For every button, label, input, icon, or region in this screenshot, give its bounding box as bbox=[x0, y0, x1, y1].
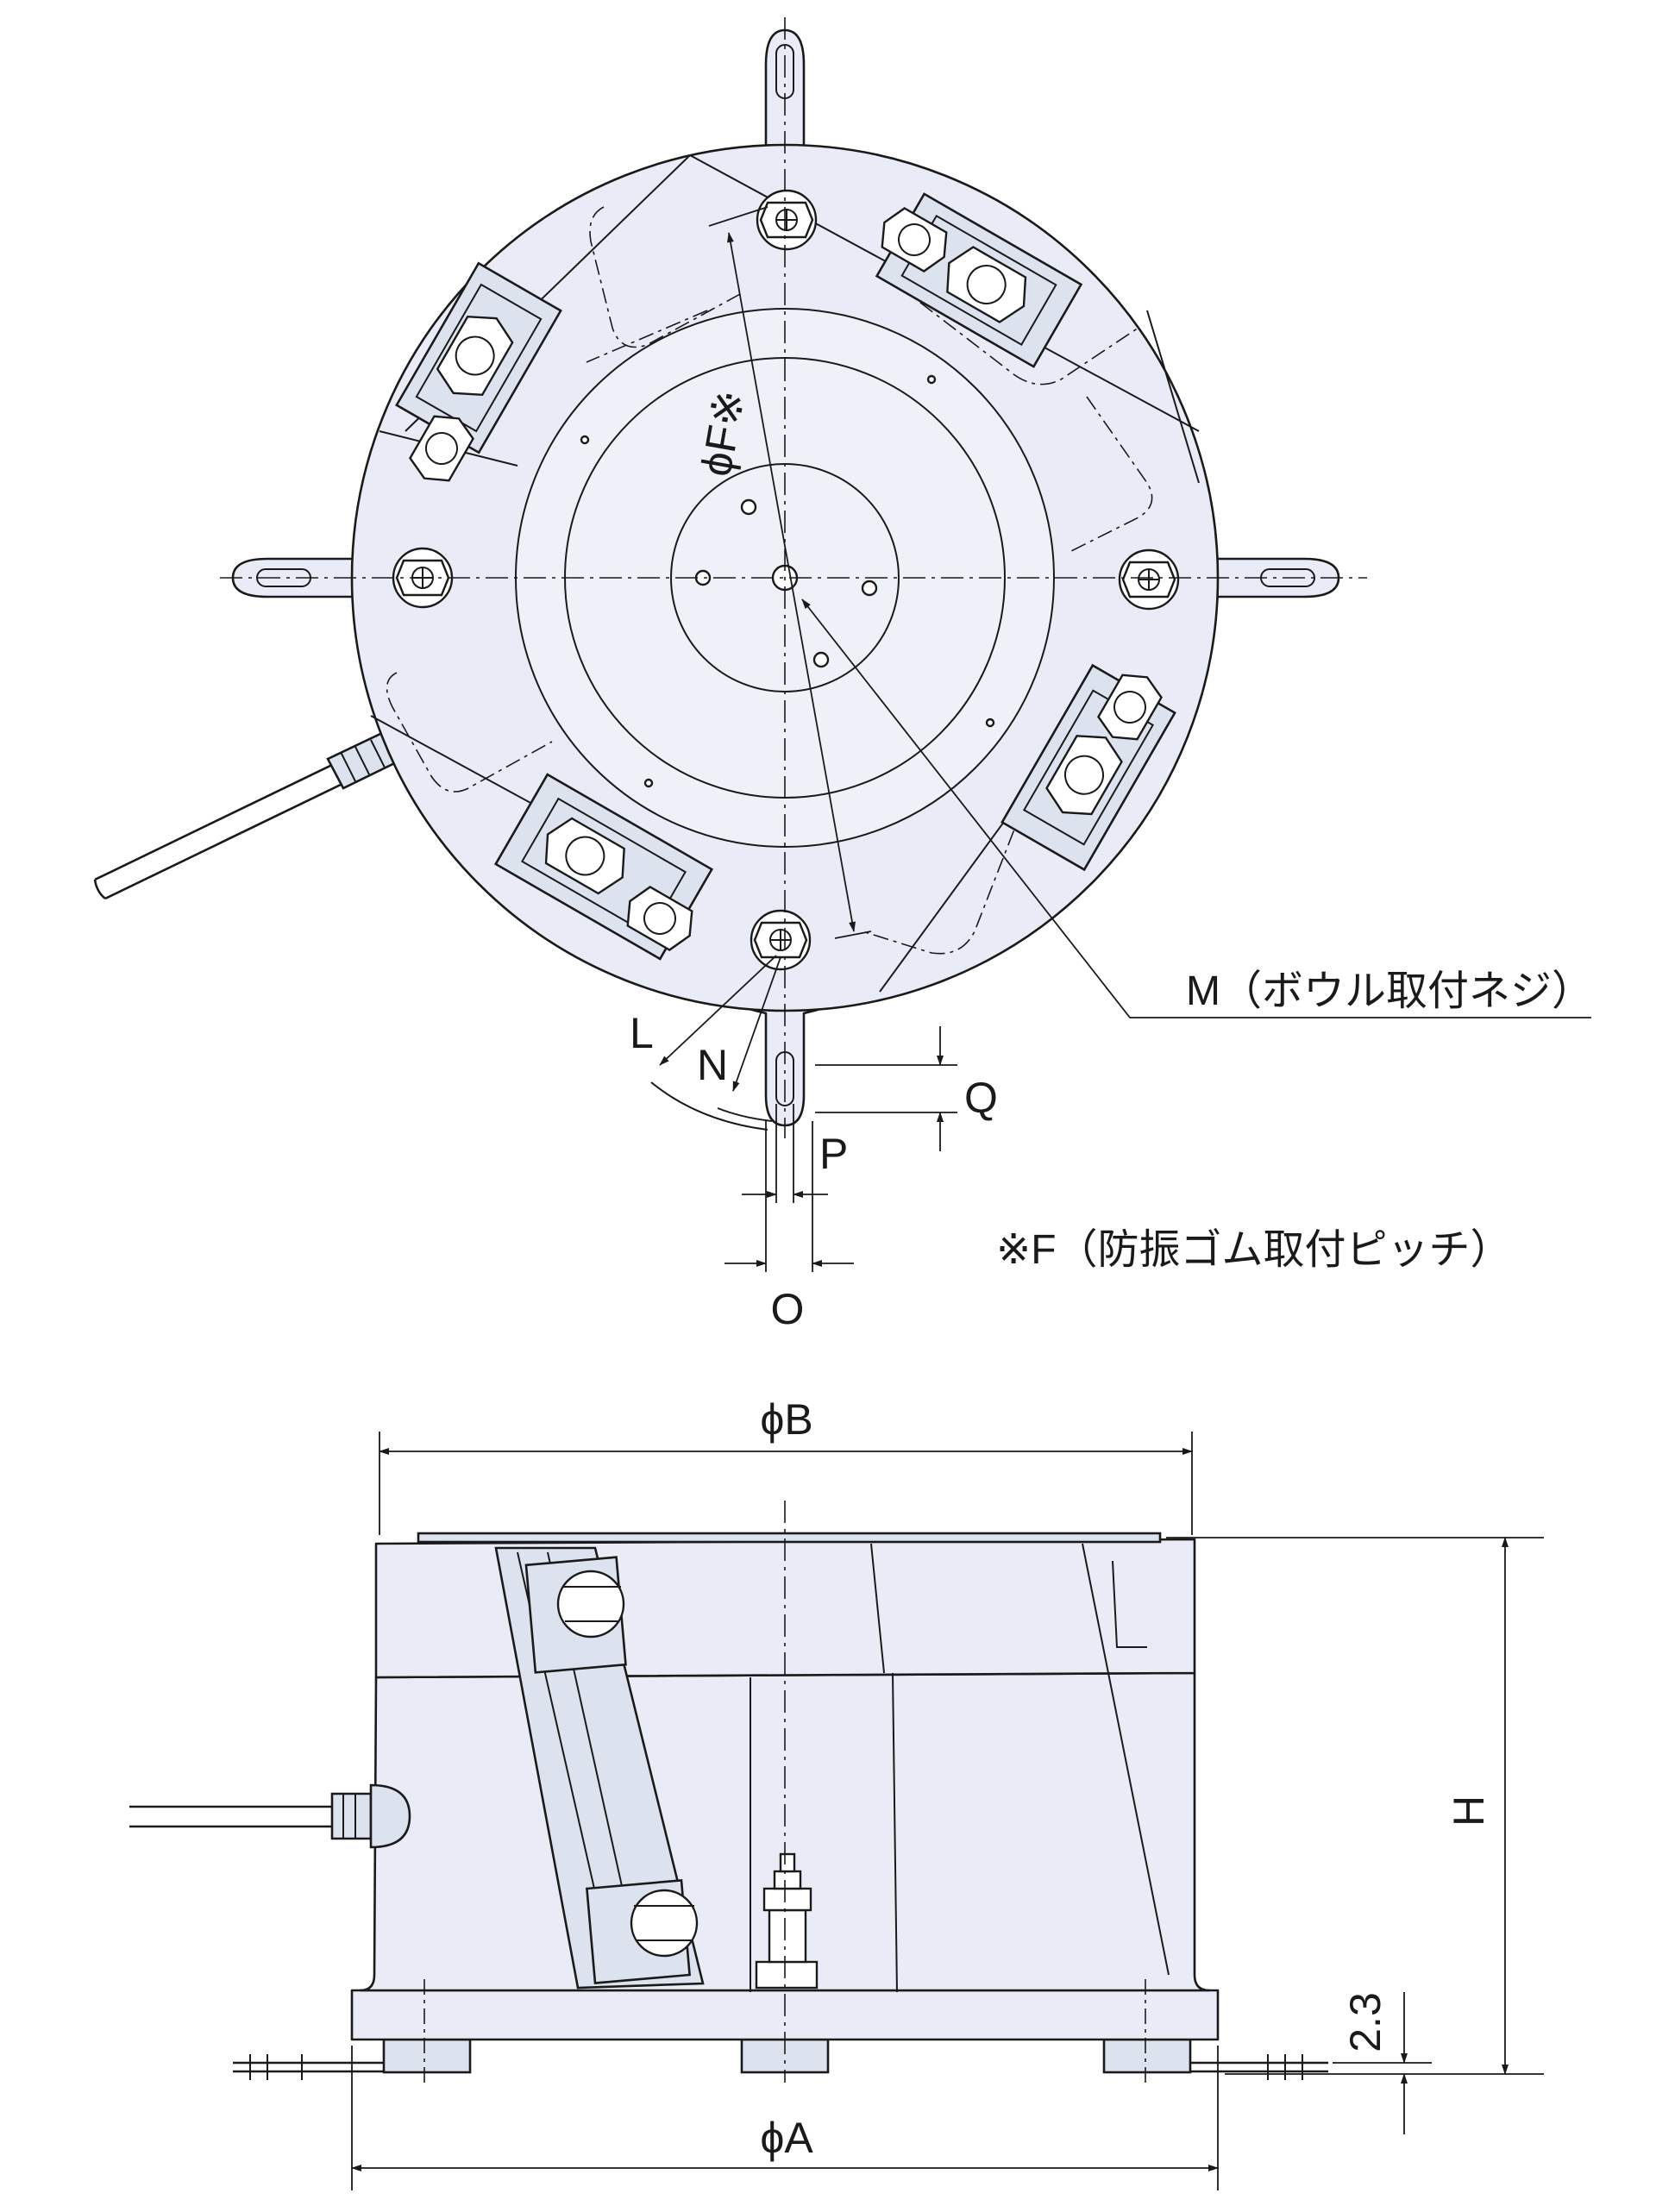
N-leader bbox=[732, 956, 781, 1092]
dim-23-label: 2.3 bbox=[1341, 1992, 1389, 2052]
phiB-label: ϕB bbox=[760, 1395, 812, 1444]
plan-view: ϕF※ M（ボウル取付ネジ） L N Q P O ※F（防振ゴム取付ピッチ） bbox=[93, 17, 1593, 1333]
M-note: M（ボウル取付ネジ） bbox=[1186, 968, 1593, 1014]
rubber-mount-nut-right bbox=[1118, 548, 1180, 611]
center-stud bbox=[755, 1852, 819, 1990]
power-cable-side bbox=[129, 1783, 411, 1849]
bolt-lower-right bbox=[1097, 674, 1163, 741]
O-label: O bbox=[771, 1285, 805, 1333]
L-label: L bbox=[630, 1009, 654, 1057]
lower-spring-clamp bbox=[586, 1879, 699, 1984]
L-leader bbox=[659, 955, 777, 1066]
phiF-dimension-line bbox=[727, 232, 856, 932]
rubber-mount-nut-bottom bbox=[750, 909, 812, 971]
power-cable-plan bbox=[93, 724, 414, 900]
N-label: N bbox=[697, 1041, 728, 1089]
rubber-foot-left bbox=[382, 2038, 472, 2074]
bowl-mount-plate bbox=[417, 1532, 1162, 1544]
spring-pockets bbox=[386, 206, 1153, 955]
Q-label: Q bbox=[964, 1074, 998, 1122]
rubber-foot-right bbox=[1102, 2038, 1192, 2074]
bolt-lower-left bbox=[626, 886, 693, 951]
phiA-label: ϕA bbox=[760, 2114, 813, 2162]
bolt-upper-left bbox=[409, 415, 474, 482]
bolt-upper-right bbox=[881, 207, 948, 273]
F-note: ※F（防振ゴム取付ピッチ） bbox=[996, 1227, 1512, 1273]
rubber-mount-nut-top bbox=[756, 189, 818, 251]
L-N-arc bbox=[650, 1081, 768, 1131]
P-label: P bbox=[819, 1130, 848, 1178]
side-view: ϕB H 2.3 ϕA bbox=[129, 1395, 1544, 2190]
upper-spring-clamp bbox=[524, 1556, 627, 1674]
M-leader-line bbox=[801, 598, 1591, 1018]
H-label: H bbox=[1445, 1795, 1493, 1827]
